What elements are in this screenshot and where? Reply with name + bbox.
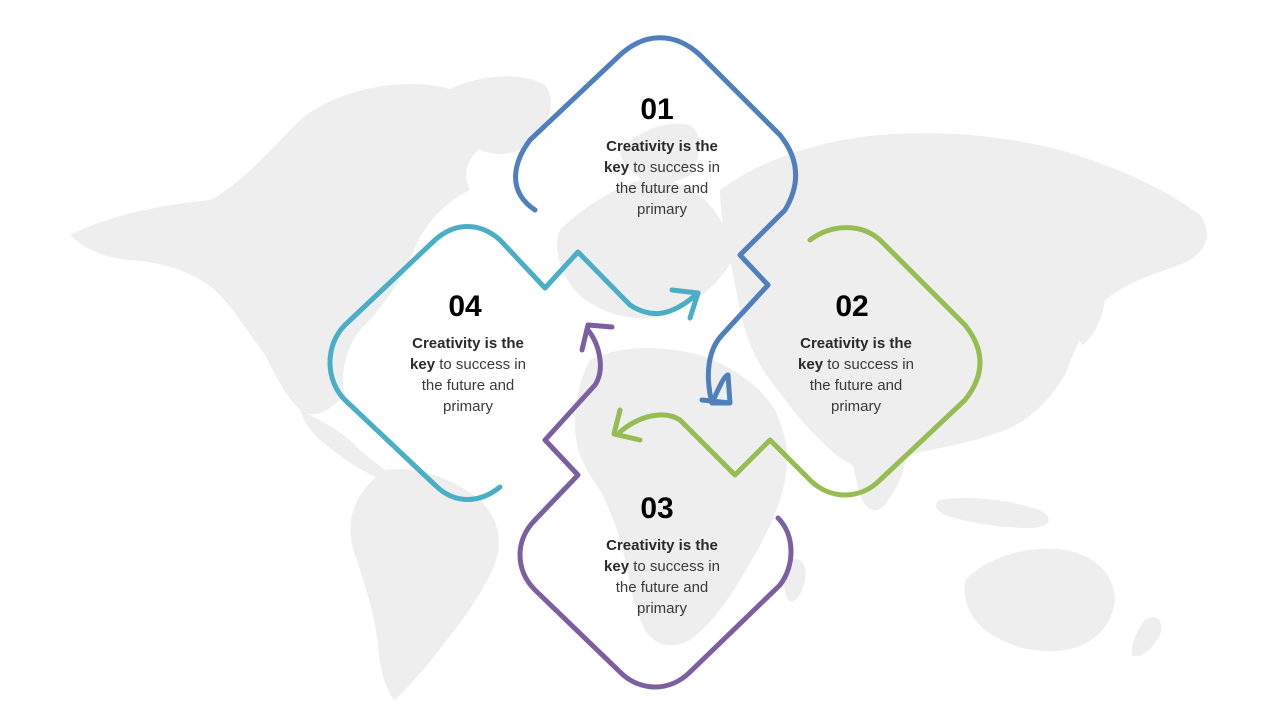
map-central-america <box>300 410 385 478</box>
step-01-number: 01 <box>640 93 674 126</box>
shape-04-arrowhead <box>669 287 701 321</box>
map-indonesia <box>935 498 1049 528</box>
step-01-text-rest: to success in the future and primary <box>615 159 720 218</box>
step-01-text-key: key <box>604 159 630 176</box>
step-03-text-bold: Creativity is the <box>606 537 718 554</box>
map-europe <box>556 178 735 318</box>
shape-01-arrowhead <box>699 372 733 406</box>
step-02-text-bold: Creativity is the <box>800 335 912 352</box>
map-asia <box>720 133 1208 470</box>
step-03-number: 03 <box>640 492 674 525</box>
shape-02-outline <box>617 225 983 498</box>
step-03-description: Creativity is the key to success in the … <box>592 535 732 619</box>
step-02-number: 02 <box>835 290 869 323</box>
shape-02-arrowhead <box>611 407 643 443</box>
step-04-text-key: key <box>410 356 436 373</box>
map-india <box>849 418 907 511</box>
map-australia <box>964 548 1115 652</box>
map-africa <box>575 348 787 646</box>
step-04-text-rest: to success in the future and primary <box>421 356 526 415</box>
step-04-text-bold: Creativity is the <box>412 335 524 352</box>
map-greenland <box>440 76 551 154</box>
step-02-description: Creativity is the key to success in the … <box>786 333 926 417</box>
map-south-america <box>350 469 499 700</box>
shape-03-outline <box>517 327 794 690</box>
map-japan <box>1078 284 1105 345</box>
step-03-text-key: key <box>604 558 630 575</box>
step-04-number: 04 <box>448 290 482 323</box>
step-03-text-rest: to success in the future and primary <box>615 558 720 617</box>
step-02-text-rest: to success in the future and primary <box>809 356 914 415</box>
map-new-zealand <box>1131 616 1162 657</box>
step-04-description: Creativity is the key to success in the … <box>398 333 538 417</box>
map-scandinavia <box>620 123 700 183</box>
step-02-text-key: key <box>798 356 824 373</box>
step-01-text-bold: Creativity is the <box>606 138 718 155</box>
step-01-description: Creativity is the key to success in the … <box>592 136 732 220</box>
map-north-america <box>70 84 500 415</box>
shape-03-arrowhead <box>579 322 615 353</box>
shape-04-outline <box>327 224 701 502</box>
